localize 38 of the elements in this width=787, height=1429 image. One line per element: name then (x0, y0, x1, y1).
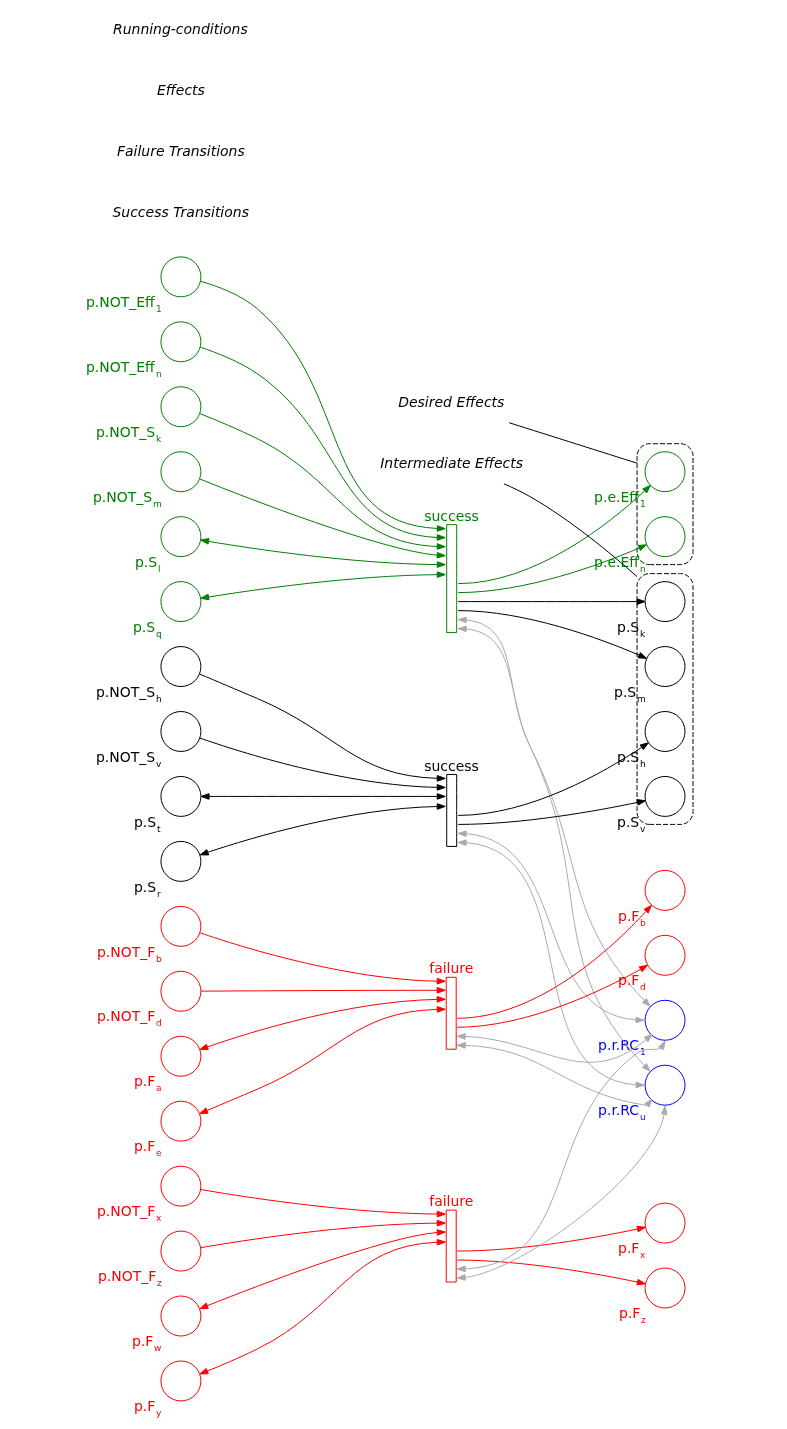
node-label: p.F$_{b}$ (618, 907, 646, 928)
node-label: p.F$_{w}$ (131, 1333, 162, 1354)
label: Success Transitions (112, 203, 249, 220)
node-label: p.NOT_Eff$_{1}$ (86, 294, 162, 315)
node-text: failure (429, 960, 474, 977)
node-label: p.F$_{y}$ (133, 1398, 162, 1419)
node-label: p.NOT_S$_{h}$ (95, 683, 162, 704)
node-label: p.S$_{r}$ (133, 878, 161, 899)
node-label: p.NOT_S$_{m}$ (92, 488, 162, 509)
node-label: p.F$_{a}$ (133, 1073, 162, 1094)
node-label: p.S$_{v}$ (617, 813, 646, 834)
label: Effects (156, 81, 205, 98)
node-label: p.NOT_F$_{z}$ (97, 1268, 162, 1289)
node-text: success (424, 757, 479, 774)
node-label: p.NOT_F$_{x}$ (96, 1203, 162, 1224)
node-label: p.S$_{l}$ (134, 553, 161, 574)
node-label: p.F$_{d}$ (618, 972, 646, 993)
node-label: p.NOT_F$_{b}$ (96, 943, 162, 964)
node-text: failure (429, 1193, 474, 1210)
node-label: p.S$_{m}$ (614, 683, 646, 704)
node-label: p.S$_{k}$ (617, 618, 646, 639)
node-label: p.NOT_S$_{k}$ (95, 423, 162, 444)
node-text: Desired Effects (398, 394, 505, 411)
node-label: p.NOT_S$_{v}$ (95, 748, 162, 769)
node-text: success (424, 507, 479, 524)
node-label: p.NOT_Eff$_{n}$ (86, 358, 162, 379)
node-label: p.e.Eff$_{1}$ (594, 488, 646, 509)
node-label: p.NOT_F$_{d}$ (96, 1008, 162, 1029)
node-label: p.F$_{e}$ (133, 1138, 162, 1159)
node-label: p.r.RC$_{u}$ (598, 1102, 646, 1123)
node-label: p.S$_{t}$ (133, 813, 161, 834)
label: Running-conditions (112, 20, 248, 37)
node-label: p.F$_{z}$ (619, 1305, 646, 1326)
node-text: Intermediate Effects (380, 455, 524, 472)
node-label: p.F$_{x}$ (618, 1240, 646, 1261)
node-label: p.S$_{q}$ (132, 618, 162, 639)
label: Failure Transitions (116, 142, 245, 159)
node-label: p.r.RC$_{1}$ (598, 1037, 646, 1058)
